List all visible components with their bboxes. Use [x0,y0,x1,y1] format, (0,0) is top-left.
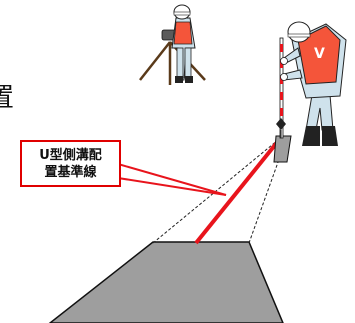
ground-slab [48,241,284,323]
reference-line [194,138,281,245]
callout-box: U型側溝配 置基準線 [20,140,121,187]
svg-text:V: V [314,46,325,62]
callout-line-1: U型側溝配 [39,147,102,163]
worker-holding-staff-icon: V [280,21,347,146]
small-block [273,135,292,163]
callout-leader-1 [117,163,227,196]
callout-line-2: 置基準線 [44,164,97,180]
callout-leader-2 [117,177,227,196]
target-marker-icon [276,118,286,130]
surveyor-with-level-icon [139,4,206,85]
edge-partial-text: 置 [0,83,15,113]
